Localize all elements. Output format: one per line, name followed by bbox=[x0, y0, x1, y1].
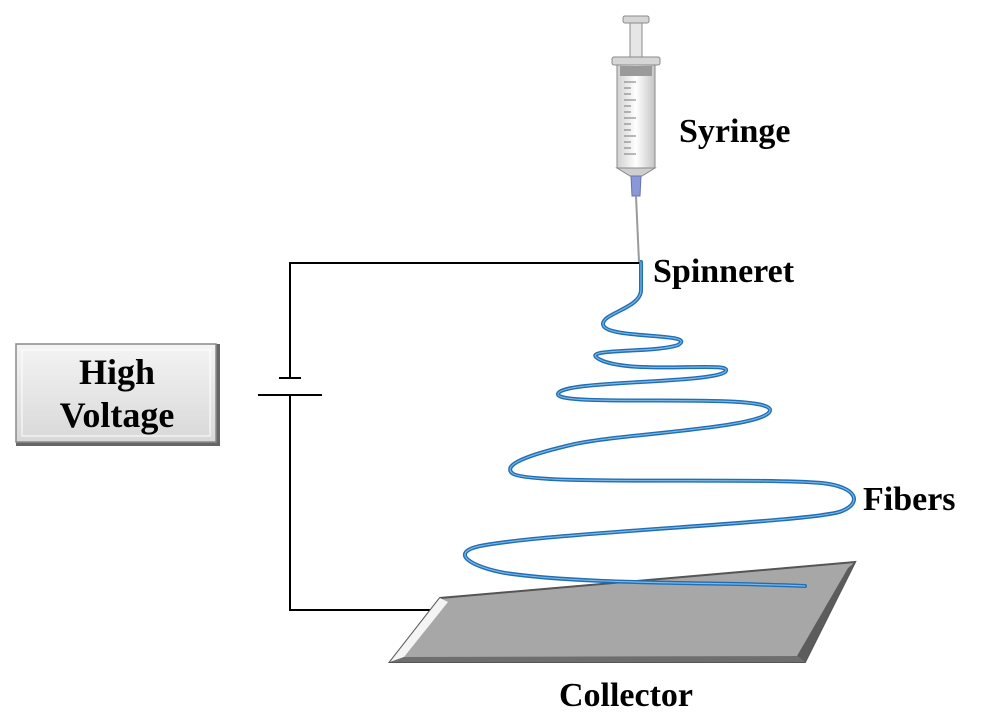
high-voltage-label-line2: Voltage bbox=[60, 395, 175, 435]
fiber-jet-highlight bbox=[464, 261, 855, 587]
collector-plate bbox=[387, 560, 857, 663]
syringe-label: Syringe bbox=[679, 113, 790, 150]
circuit-wire bbox=[258, 262, 641, 611]
high-voltage-label-line1: High bbox=[79, 352, 155, 392]
fiber-jet bbox=[463, 260, 856, 588]
high-voltage-box: High Voltage bbox=[15, 343, 220, 446]
spinneret-label: Spinneret bbox=[653, 253, 795, 290]
collector-label: Collector bbox=[559, 677, 693, 714]
fibers-label: Fibers bbox=[863, 481, 956, 518]
syringe-icon bbox=[611, 15, 661, 263]
syringe-scale bbox=[624, 81, 636, 155]
